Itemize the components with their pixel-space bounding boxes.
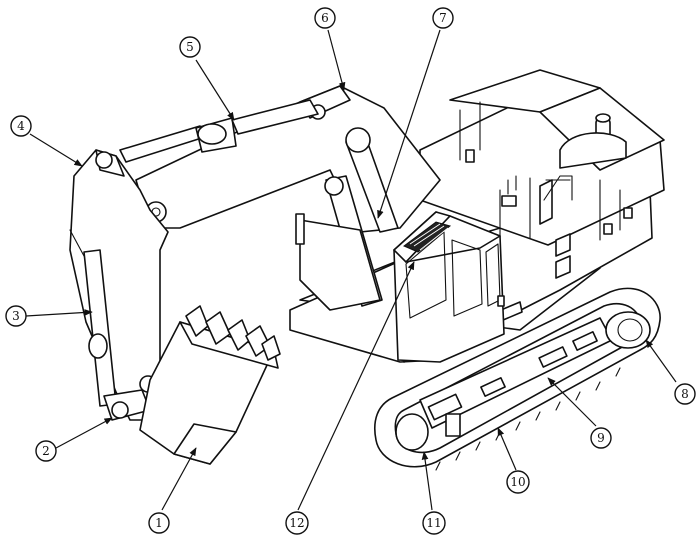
callout-label-7: 7 <box>439 11 447 25</box>
leader-10 <box>497 427 517 471</box>
callout-2: 2 <box>35 440 57 462</box>
bucket <box>139 305 281 465</box>
callout-label-6: 6 <box>321 11 329 25</box>
callout-label-5: 5 <box>186 40 194 54</box>
callout-3: 3 <box>5 305 27 327</box>
callout-1: 1 <box>148 512 170 534</box>
leader-9 <box>547 377 597 427</box>
callout-label-12: 12 <box>289 516 304 530</box>
leader-1 <box>161 447 197 511</box>
operator-cab <box>393 211 505 363</box>
callout-4: 4 <box>10 115 32 137</box>
callout-10: 10 <box>506 470 530 494</box>
leader-4 <box>29 133 83 167</box>
callout-label-3: 3 <box>12 309 20 323</box>
callout-5: 5 <box>179 36 201 58</box>
leader-7 <box>377 29 441 219</box>
callout-11: 11 <box>422 511 446 535</box>
callout-label-11: 11 <box>426 516 441 530</box>
arm-assembly <box>69 99 319 421</box>
leader-5 <box>195 59 235 121</box>
callout-6: 6 <box>314 7 336 29</box>
callout-label-4: 4 <box>17 119 25 133</box>
leader-3 <box>25 309 93 317</box>
callout-label-10: 10 <box>510 475 525 489</box>
callout-label-9: 9 <box>597 431 605 445</box>
boom <box>135 85 441 311</box>
callout-7: 7 <box>432 7 454 29</box>
callout-label-1: 1 <box>155 516 163 530</box>
leader-2 <box>55 417 113 449</box>
leader-11 <box>421 451 433 511</box>
leader-8 <box>645 339 677 383</box>
leader-lines <box>25 29 677 511</box>
leader-12 <box>297 261 415 511</box>
callout-12: 12 <box>285 511 309 535</box>
callout-label-2: 2 <box>42 444 50 458</box>
leader-6 <box>327 29 346 91</box>
callout-9: 9 <box>590 427 612 449</box>
callout-label-8: 8 <box>681 387 689 401</box>
callout-8: 8 <box>674 383 696 405</box>
